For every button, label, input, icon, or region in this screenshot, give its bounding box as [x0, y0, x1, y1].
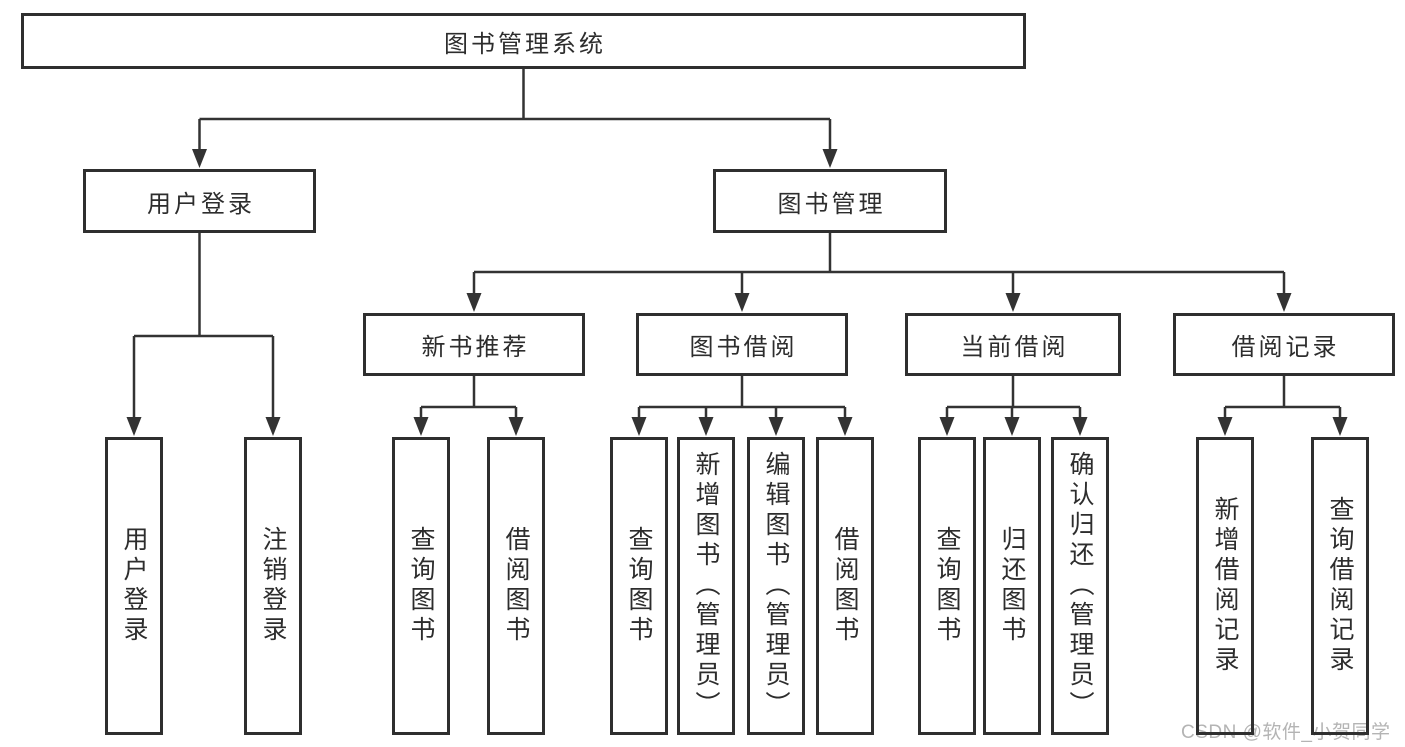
- node-book-management: 图书管理: [713, 169, 947, 233]
- leaf-record-query-record-label: 查询借阅记录: [1326, 496, 1354, 676]
- node-borrowing-records-label: 借阅记录: [1231, 334, 1340, 361]
- connector-strokes: [132, 67, 1342, 418]
- node-book-management-label: 图书管理: [777, 190, 886, 218]
- node-current-borrowing-label: 当前借阅: [960, 334, 1069, 361]
- leaf-user-login: 用户登录: [105, 437, 163, 735]
- node-book-borrowing: 图书借阅: [636, 313, 848, 376]
- leaf-user-login-label: 用户登录: [120, 526, 148, 646]
- node-book-borrowing-label: 图书借阅: [689, 334, 798, 361]
- leaf-record-query-record: 查询借阅记录: [1311, 437, 1369, 735]
- node-user-login-label: 用户登录: [147, 190, 255, 218]
- leaf-logout-label: 注销登录: [259, 526, 287, 646]
- csdn-watermark: CSDN @软件_小贺同学: [1181, 722, 1391, 743]
- leaf-borrow-query-books: 查询图书: [610, 437, 668, 735]
- leaf-record-add-record: 新增借阅记录: [1196, 437, 1254, 735]
- leaf-borrow-query-books-label: 查询图书: [625, 526, 653, 646]
- leaf-rec-borrow-books: 借阅图书: [487, 437, 545, 735]
- node-library-system-label: 图书管理系统: [444, 30, 606, 58]
- leaf-borrow-borrow-books: 借阅图书: [816, 437, 874, 735]
- leaf-borrow-add-books: 新增图书（管理员）: [677, 437, 735, 735]
- leaf-borrow-borrow-books-label: 借阅图书: [831, 526, 859, 646]
- leaf-current-return-books: 归还图书: [983, 437, 1041, 735]
- leaf-rec-query-books-label: 查询图书: [407, 526, 435, 646]
- leaf-logout: 注销登录: [244, 437, 302, 735]
- node-borrowing-records: 借阅记录: [1173, 313, 1395, 376]
- leaf-current-confirm-return-label: 确认归还（管理员）: [1066, 451, 1094, 721]
- leaf-borrow-edit-books-label: 编辑图书（管理员）: [762, 451, 790, 721]
- node-new-book-recommend-label: 新书推荐: [421, 334, 530, 361]
- node-library-system: 图书管理系统: [21, 13, 1026, 69]
- leaf-rec-borrow-books-label: 借阅图书: [502, 526, 530, 646]
- node-current-borrowing: 当前借阅: [905, 313, 1121, 376]
- leaf-current-return-books-label: 归还图书: [998, 526, 1026, 646]
- connector-arrowheads: [126, 149, 1348, 436]
- node-user-login: 用户登录: [83, 169, 316, 233]
- leaf-borrow-add-books-label: 新增图书（管理员）: [692, 451, 720, 721]
- leaf-current-query-books: 查询图书: [918, 437, 976, 735]
- leaf-borrow-edit-books: 编辑图书（管理员）: [747, 437, 805, 735]
- node-new-book-recommend: 新书推荐: [363, 313, 585, 376]
- leaf-current-query-books-label: 查询图书: [933, 526, 961, 646]
- leaf-rec-query-books: 查询图书: [392, 437, 450, 735]
- leaf-record-add-record-label: 新增借阅记录: [1211, 496, 1239, 676]
- leaf-current-confirm-return: 确认归还（管理员）: [1051, 437, 1109, 735]
